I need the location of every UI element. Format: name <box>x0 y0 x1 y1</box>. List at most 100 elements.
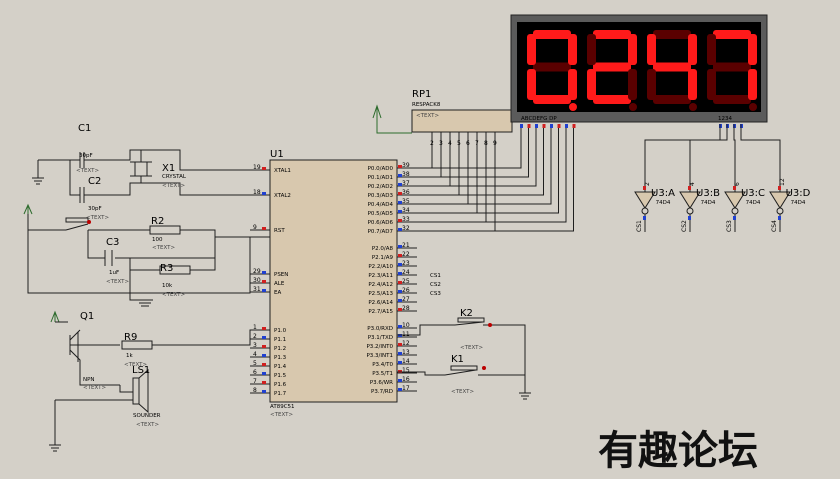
oscillator-section: C1 30pF <TEXT> C2 30pF <TEXT> X1 CRYSTAL… <box>32 123 270 221</box>
pin-state-marker <box>398 281 402 284</box>
decimal-point <box>689 103 697 111</box>
pin-state-marker <box>398 325 402 328</box>
segment-pin <box>550 124 553 128</box>
u1-pin-number: 1 <box>253 324 257 331</box>
u1-pin-number: 18 <box>253 189 261 196</box>
segment-pin <box>535 124 538 128</box>
u1-pin-number: 4 <box>253 351 257 358</box>
rp1-pin-number: 8 <box>484 140 488 147</box>
rp1-pin-number: 7 <box>475 140 479 147</box>
u1-pin-number: 32 <box>402 225 410 232</box>
digit-segment <box>587 34 596 65</box>
common-labels: 1234 <box>718 116 732 122</box>
digit-segment <box>707 69 716 100</box>
u1-pin-name: P1.5 <box>274 373 287 379</box>
pin-state-marker <box>398 192 402 195</box>
u1-pin-number: 15 <box>402 367 410 374</box>
c2-ref: C2 <box>88 176 101 187</box>
u1-pin-name: P1.0 <box>274 328 287 334</box>
u1-pin-name: P1.1 <box>274 337 286 343</box>
pin-state-marker <box>398 388 402 391</box>
pin-state-marker <box>262 280 266 283</box>
u1-pin-number: 26 <box>402 287 410 294</box>
q1-value: NPN <box>83 377 95 383</box>
pin-state-marker <box>262 289 266 292</box>
digit-segment <box>713 30 751 39</box>
u1-pin-number: 21 <box>402 242 410 249</box>
u1-text: <TEXT> <box>270 412 293 418</box>
segment-pin <box>565 124 568 128</box>
gate-ref: U3:D <box>786 188 811 199</box>
pin-state-marker <box>398 352 402 355</box>
pin-state-marker <box>398 201 402 204</box>
pin-state-marker <box>398 361 402 364</box>
pin-state-marker <box>398 272 402 275</box>
gate-net: CS4 <box>771 220 778 232</box>
r9-ref: R9 <box>124 332 137 343</box>
gate-pin-in: 2 <box>644 182 651 186</box>
rp1-pin-number: 6 <box>466 140 470 147</box>
rp1-pin-number: 9 <box>493 140 497 147</box>
common-wire <box>644 124 721 180</box>
u1-pin-name: P2.7/A15 <box>368 309 393 315</box>
u1-pin-name: P0.3/AD3 <box>368 193 394 199</box>
cs-label: CS1 <box>430 273 441 279</box>
segment-wire <box>477 124 559 214</box>
r2-ref: R2 <box>151 216 164 227</box>
u1-pin-number: 38 <box>402 171 410 178</box>
u1-pin-number: 36 <box>402 189 410 196</box>
inverter-bubble <box>731 207 739 215</box>
pin-state-marker <box>398 219 402 222</box>
u1-pin-number: 28 <box>402 305 410 312</box>
r3-value: 10k <box>162 283 173 289</box>
u3-inverters: 2CS1U3:A74D44CS2U3:B74D46CS3U3:C74D412CS… <box>634 124 811 232</box>
digit-segment <box>628 69 637 100</box>
pin-state-marker <box>398 254 402 257</box>
u1-pin-name: RST <box>274 228 285 234</box>
u1-pin-number: 7 <box>253 378 257 385</box>
q1-text: <TEXT> <box>83 385 106 391</box>
u1-pin-name: P2.0/A8 <box>372 246 394 252</box>
r3-ref: R3 <box>160 263 173 274</box>
u1-pin-number: 10 <box>402 322 410 329</box>
u1-ref: U1 <box>270 149 284 160</box>
q1-ref: Q1 <box>80 311 94 322</box>
digit-segment <box>653 62 691 72</box>
u1-pin-number: 24 <box>402 269 410 276</box>
pin-state-marker <box>398 308 402 311</box>
u1-value: AT89C51 <box>270 404 295 410</box>
u1-pin-number: 29 <box>253 268 261 275</box>
pin-state-marker <box>262 336 266 339</box>
segment-pins <box>520 124 743 128</box>
u1-pin-name: P2.1/A9 <box>372 255 394 261</box>
pin-state-marker <box>398 343 402 346</box>
segment-wire <box>468 124 552 205</box>
pin-state-marker <box>398 174 402 177</box>
rp1-ref: RP1 <box>412 89 431 100</box>
seven-seg-display: ABCDEFG DP 1234 <box>510 14 768 128</box>
c3-text: <TEXT> <box>106 279 129 285</box>
c3-value: 1uF <box>109 270 119 276</box>
pin-state-marker <box>262 354 266 357</box>
digit-segment <box>647 69 656 100</box>
digit-segment <box>533 62 571 72</box>
inverter-bubble <box>776 207 784 215</box>
u1-pin-name: PSEN <box>274 272 288 278</box>
digit-segment <box>713 62 751 72</box>
segment-pin <box>572 124 576 128</box>
buzzer-section: Q1 NPN <TEXT> R9 1k <TEXT> LS1 SOUNDER <… <box>49 310 270 452</box>
gate-in-marker <box>733 186 736 190</box>
cs-label: CS3 <box>430 291 441 297</box>
rp1-pin-number: 3 <box>439 140 443 147</box>
x1-text: <TEXT> <box>162 183 185 189</box>
c1-text: <TEXT> <box>76 168 99 174</box>
x1-ref: X1 <box>162 163 175 174</box>
pin-state-marker <box>398 228 402 231</box>
u1-pin-number: 31 <box>253 286 261 293</box>
c2-text: <TEXT> <box>86 215 109 221</box>
digit-segment <box>568 69 577 100</box>
digit-segment <box>647 34 656 65</box>
